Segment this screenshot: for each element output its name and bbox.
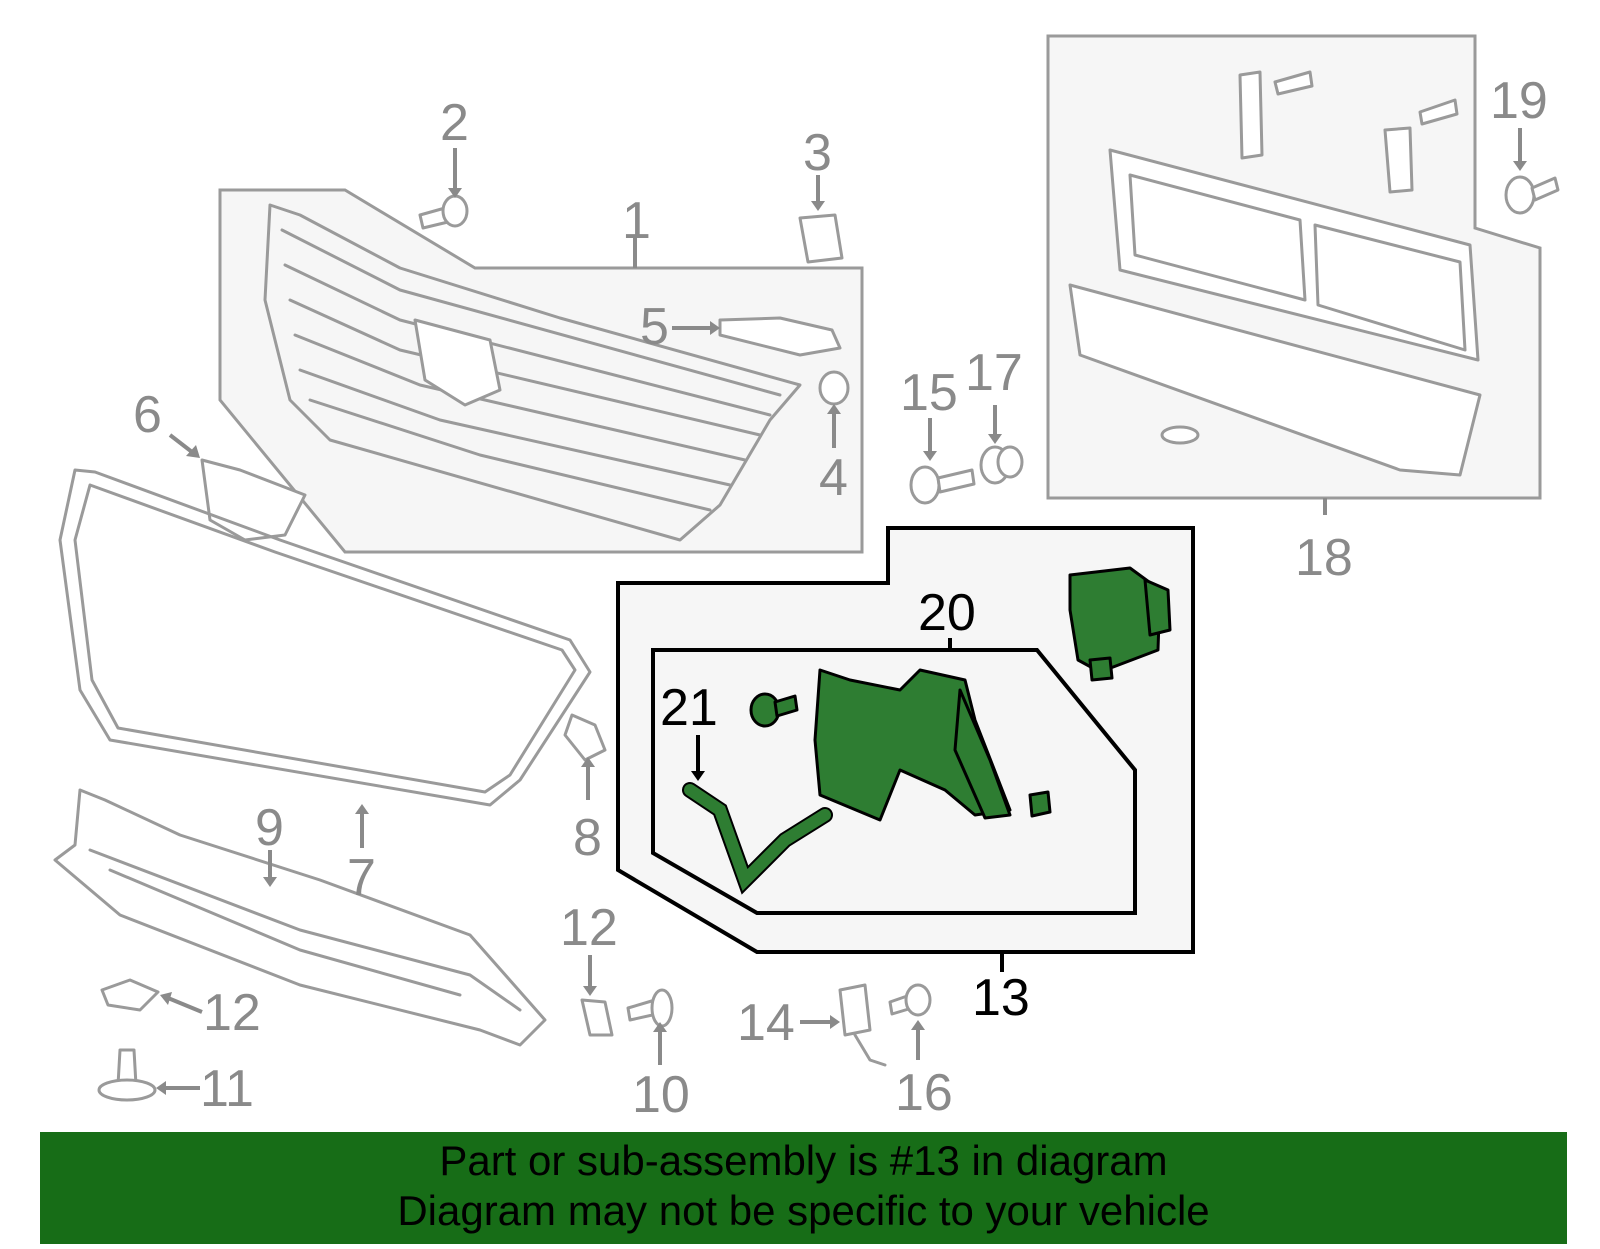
hose-21 <box>682 782 833 895</box>
callout-3: 3 <box>803 124 832 182</box>
callout-1: 1 <box>622 192 651 250</box>
callout-21: 21 <box>660 679 718 737</box>
upper-grille <box>263 203 802 542</box>
clip-12-left <box>100 978 160 1012</box>
callout-13: 13 <box>972 969 1030 1027</box>
bolt-15 <box>909 465 976 505</box>
callout-8: 8 <box>573 809 602 867</box>
nut-17 <box>979 445 1024 485</box>
clip-12-right <box>580 998 614 1037</box>
screw-2 <box>418 194 469 230</box>
callout-6: 6 <box>133 386 162 444</box>
sensor-14 <box>838 983 887 1067</box>
callout-4: 4 <box>819 449 848 507</box>
callout-5: 5 <box>640 298 669 356</box>
bracket-20 <box>813 668 1012 822</box>
clip-20 <box>1028 790 1052 818</box>
screw-16 <box>888 983 932 1017</box>
callout-7: 7 <box>347 849 376 907</box>
notice-line-1: Part or sub-assembly is #13 in diagram <box>439 1137 1168 1184</box>
callout-14: 14 <box>737 994 795 1052</box>
bolt-19 <box>1504 175 1560 215</box>
clip-8 <box>563 713 607 762</box>
push-pin-11 <box>97 1048 157 1102</box>
callout-17: 17 <box>965 344 1023 402</box>
lower-grille-9 <box>53 788 547 1047</box>
callout-12-left: 12 <box>203 984 261 1042</box>
notice-banner: Part or sub-assembly is #13 in diagram D… <box>40 1132 1567 1244</box>
callout-9: 9 <box>255 799 284 857</box>
callout-2: 2 <box>440 94 469 152</box>
notice-line-2: Diagram may not be specific to your vehi… <box>397 1187 1210 1234</box>
nut-4 <box>818 370 850 406</box>
callout-20: 20 <box>918 584 976 642</box>
bracket-5 <box>718 316 842 357</box>
callout-18: 18 <box>1295 529 1353 587</box>
callout-10: 10 <box>632 1066 690 1124</box>
callout-12-right: 12 <box>560 899 618 957</box>
active-shutter-18 <box>1068 70 1482 477</box>
screw-10 <box>626 988 674 1028</box>
bolt-20 <box>749 692 799 728</box>
grille-surround-7 <box>58 468 592 807</box>
callout-16: 16 <box>895 1064 953 1122</box>
group-box-1 <box>218 188 864 554</box>
parts-diagram: 1 2 3 4 5 6 7 8 9 10 11 12 12 13 14 15 1… <box>53 34 1560 1124</box>
clip-3 <box>798 213 844 264</box>
callout-19: 19 <box>1490 72 1548 130</box>
actuator-module <box>1068 566 1172 682</box>
callout-15: 15 <box>900 364 958 422</box>
callout-11: 11 <box>200 1060 254 1118</box>
